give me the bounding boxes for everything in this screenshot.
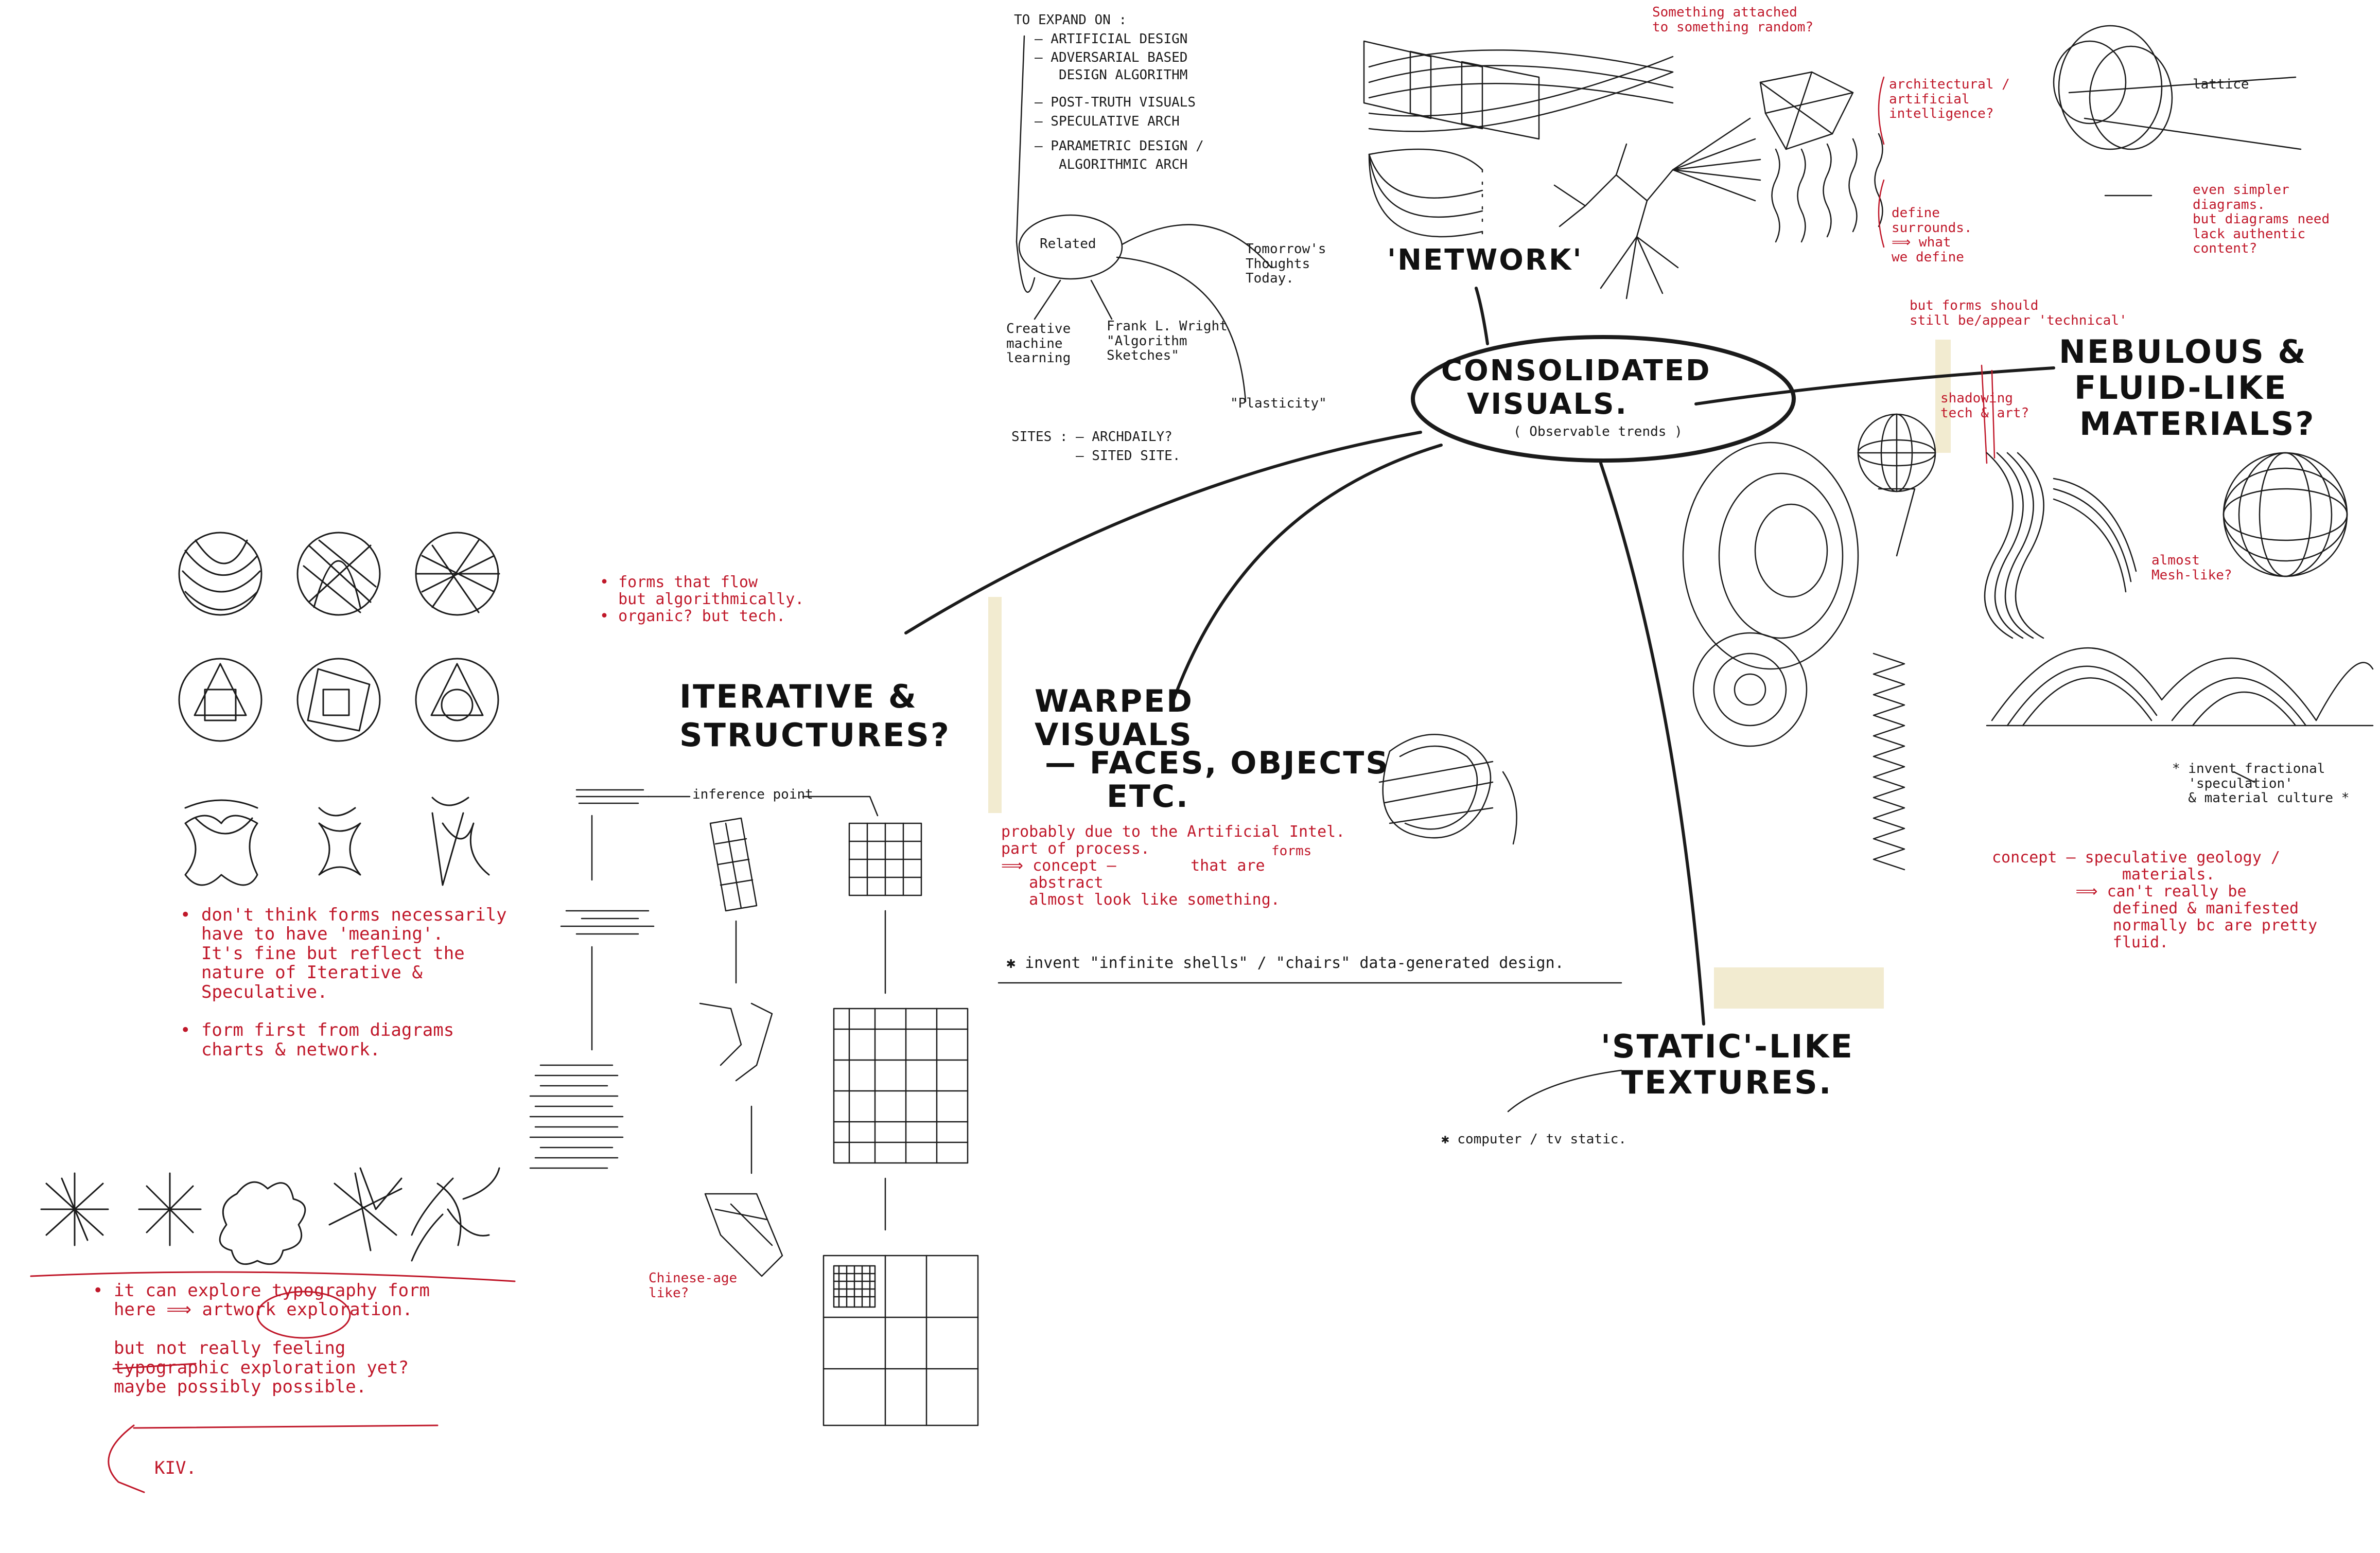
center-node-ellipse xyxy=(1411,335,1796,463)
note-typography: • it can explore typography form here ⟹ … xyxy=(93,1280,430,1397)
expand-list-doodles xyxy=(1016,35,1272,402)
nebulous-sketches xyxy=(1682,413,2374,871)
note-forms-word: forms xyxy=(1271,843,1312,859)
mind-map-connectors xyxy=(904,287,2055,1026)
note-speculation: * invent fractional 'speculation' & mate… xyxy=(2172,761,2350,806)
frank-note: Frank L. Wright "Algorithm Sketches" xyxy=(1107,319,1228,364)
site-item: — SITED SITE. xyxy=(1076,448,1181,464)
note-inference: inference point xyxy=(692,787,813,802)
expand-list-heading: TO EXPAND ON : xyxy=(1014,12,1127,28)
branch-iterative-line1: ITERATIVE & xyxy=(679,678,918,715)
sites-label: SITES : xyxy=(1011,429,1068,445)
branch-nebulous-line3: MATERIALS? xyxy=(2079,405,2316,443)
note-diagrams: even simpler diagrams. but diagrams need… xyxy=(2193,182,2330,257)
branch-warped-line1: WARPED xyxy=(1035,683,1194,719)
iterative-progressions xyxy=(529,789,979,1426)
warped-face-scribble xyxy=(1378,734,1517,845)
tape-strip xyxy=(1935,340,1951,453)
branch-warped-line2: VISUALS xyxy=(1035,717,1193,753)
branch-nebulous-line1: NEBULOUS & xyxy=(2059,333,2307,370)
branch-iterative-line2: STRUCTURES? xyxy=(679,716,951,754)
center-node-subtitle: ( Observable trends ) xyxy=(1513,424,1683,439)
creative-note: Creative machine learning xyxy=(1006,321,1071,366)
branch-warped-line4: ETC. xyxy=(1107,779,1189,815)
branch-nebulous-line2: FLUID-LIKE xyxy=(2074,369,2288,407)
plasticity-note: "Plasticity" xyxy=(1230,396,1327,411)
tape-strip xyxy=(1714,967,1884,1009)
connector-nebulous xyxy=(1694,366,2055,405)
branch-static-line2: TEXTURES. xyxy=(1621,1064,1833,1101)
expand-list-item: — POST-TRUTH VISUALS xyxy=(1035,95,1196,110)
center-node-title-line1: CONSOLIDATED xyxy=(1441,354,1711,387)
note-nebulous-concept: concept — speculative geology / material… xyxy=(1992,849,2318,951)
left-doodles xyxy=(40,532,500,1265)
expand-list-item: DESIGN ALGORITHM xyxy=(1035,67,1188,83)
connector-warped xyxy=(1172,444,1443,701)
red-underlines xyxy=(30,1271,516,1493)
expand-list-item: — SPECULATIVE ARCH xyxy=(1035,114,1180,129)
tape-strip xyxy=(988,597,1002,813)
note-mesh: almost Mesh-like? xyxy=(2151,553,2232,583)
note-warped: probably due to the Artificial Intel. pa… xyxy=(1001,823,1345,909)
branch-static-line1: 'STATIC'-LIKE xyxy=(1601,1028,1854,1065)
expand-list-item: — PARAMETRIC DESIGN / xyxy=(1035,138,1204,154)
note-kiv: KIV. xyxy=(154,1458,197,1478)
expand-list-item: ALGORITHMIC ARCH xyxy=(1035,157,1188,172)
red-brackets xyxy=(1878,76,1996,464)
related-label: Related xyxy=(1040,236,1096,252)
note-shadow: shadowing tech & art? xyxy=(1940,391,2029,421)
note-computer: ✱ computer / tv static. xyxy=(1441,1132,1627,1147)
note-forms: • forms that flow but algorithmically. •… xyxy=(600,573,804,625)
lattice-scribble xyxy=(2053,25,2302,197)
connector-iterative xyxy=(904,431,1422,634)
note-technical: but forms should still be/appear 'techni… xyxy=(1910,298,2127,328)
expand-list-item: — ADVERSARIAL BASED xyxy=(1035,50,1188,65)
branch-network: 'NETWORK' xyxy=(1387,243,1583,277)
site-item: — ARCHDAILY? xyxy=(1076,429,1172,445)
tomorrow-note: Tomorrow's Thoughts Today. xyxy=(1246,241,1326,287)
note-define: define surrounds. ⟹ what we define xyxy=(1892,205,1972,265)
network-sketches xyxy=(1363,40,1883,299)
note-random: Something attached to something random? xyxy=(1652,5,1814,35)
expand-list-item: — ARTIFICIAL DESIGN xyxy=(1035,31,1188,47)
misc-ink-strokes xyxy=(997,771,2255,1113)
note-infinite: ✱ invent "infinite shells" / "chairs" da… xyxy=(1006,954,1564,972)
connector-network xyxy=(1475,287,1489,345)
connector-static xyxy=(1599,462,1705,1026)
note-lattice: lattice xyxy=(2193,77,2249,92)
note-left-forms: • don't think forms necessarily have to … xyxy=(180,905,507,1060)
branch-warped-line3: — FACES, OBJECTS xyxy=(1045,745,1390,781)
note-chinese: Chinese-age like? xyxy=(649,1270,738,1301)
note-architectural: architectural / artificial intelligence? xyxy=(1889,77,2010,122)
center-node-title-line2: VISUALS. xyxy=(1467,387,1628,421)
